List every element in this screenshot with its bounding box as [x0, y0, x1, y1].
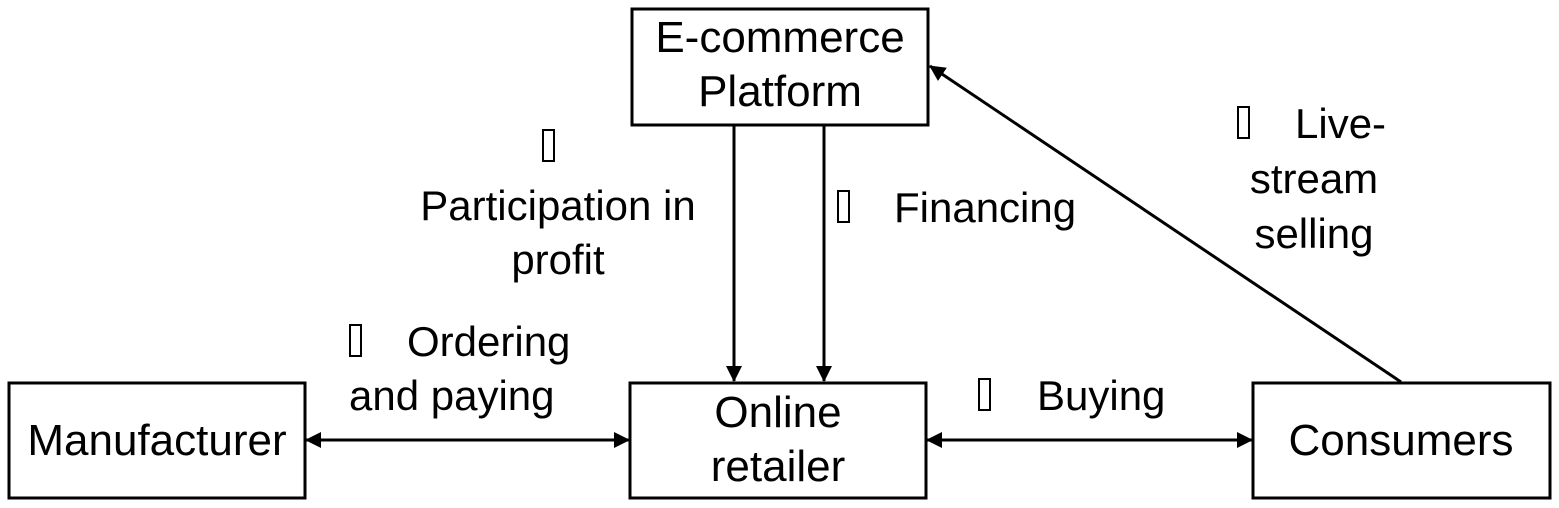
step-marker-icon — [349, 324, 362, 357]
edge-label-profit-line-1: Participation in — [420, 182, 695, 229]
edge-label-financing: Financing — [837, 184, 1076, 231]
step-marker-icon — [542, 129, 555, 162]
node-ecommerce-platform: E-commerce Platform — [630, 7, 930, 127]
node-ecommerce-platform-line-2: Platform — [698, 67, 862, 116]
edge-label-livestream-line-3: selling — [1254, 210, 1373, 257]
node-manufacturer-label: Manufacturer — [27, 416, 286, 465]
node-online-retailer-line-1: Online — [714, 388, 841, 437]
node-online-retailer-line-2: retailer — [711, 442, 846, 491]
edge-label-buying-line-1: Buying — [1037, 372, 1165, 419]
step-marker-icon — [978, 378, 991, 411]
edge-label-livestream-line-2: stream — [1250, 155, 1378, 202]
edge-label-ordering: Ordering and paying — [349, 318, 570, 419]
edge-label-livestream-line-1: Live- — [1295, 100, 1386, 147]
node-ecommerce-platform-line-1: E-commerce — [655, 13, 904, 62]
node-consumers: Consumers — [1251, 381, 1552, 500]
edge-label-buying: Buying — [978, 372, 1165, 419]
edge-label-ordering-line-2: and paying — [349, 372, 555, 419]
node-online-retailer: Online retailer — [628, 381, 928, 500]
node-manufacturer: Manufacturer — [7, 381, 307, 500]
node-consumers-label: Consumers — [1289, 416, 1514, 465]
step-marker-icon — [837, 190, 850, 223]
step-marker-icon — [1237, 106, 1250, 139]
edge-label-ordering-line-1: Ordering — [407, 318, 570, 365]
edge-label-financing-line-1: Financing — [894, 184, 1076, 231]
edge-label-profit-line-2: profit — [511, 236, 605, 283]
livestream-arrow — [929, 64, 1402, 384]
edge-label-profit: Participation in profit — [420, 129, 696, 283]
edge-label-livestream: Live- stream selling — [1237, 100, 1386, 257]
